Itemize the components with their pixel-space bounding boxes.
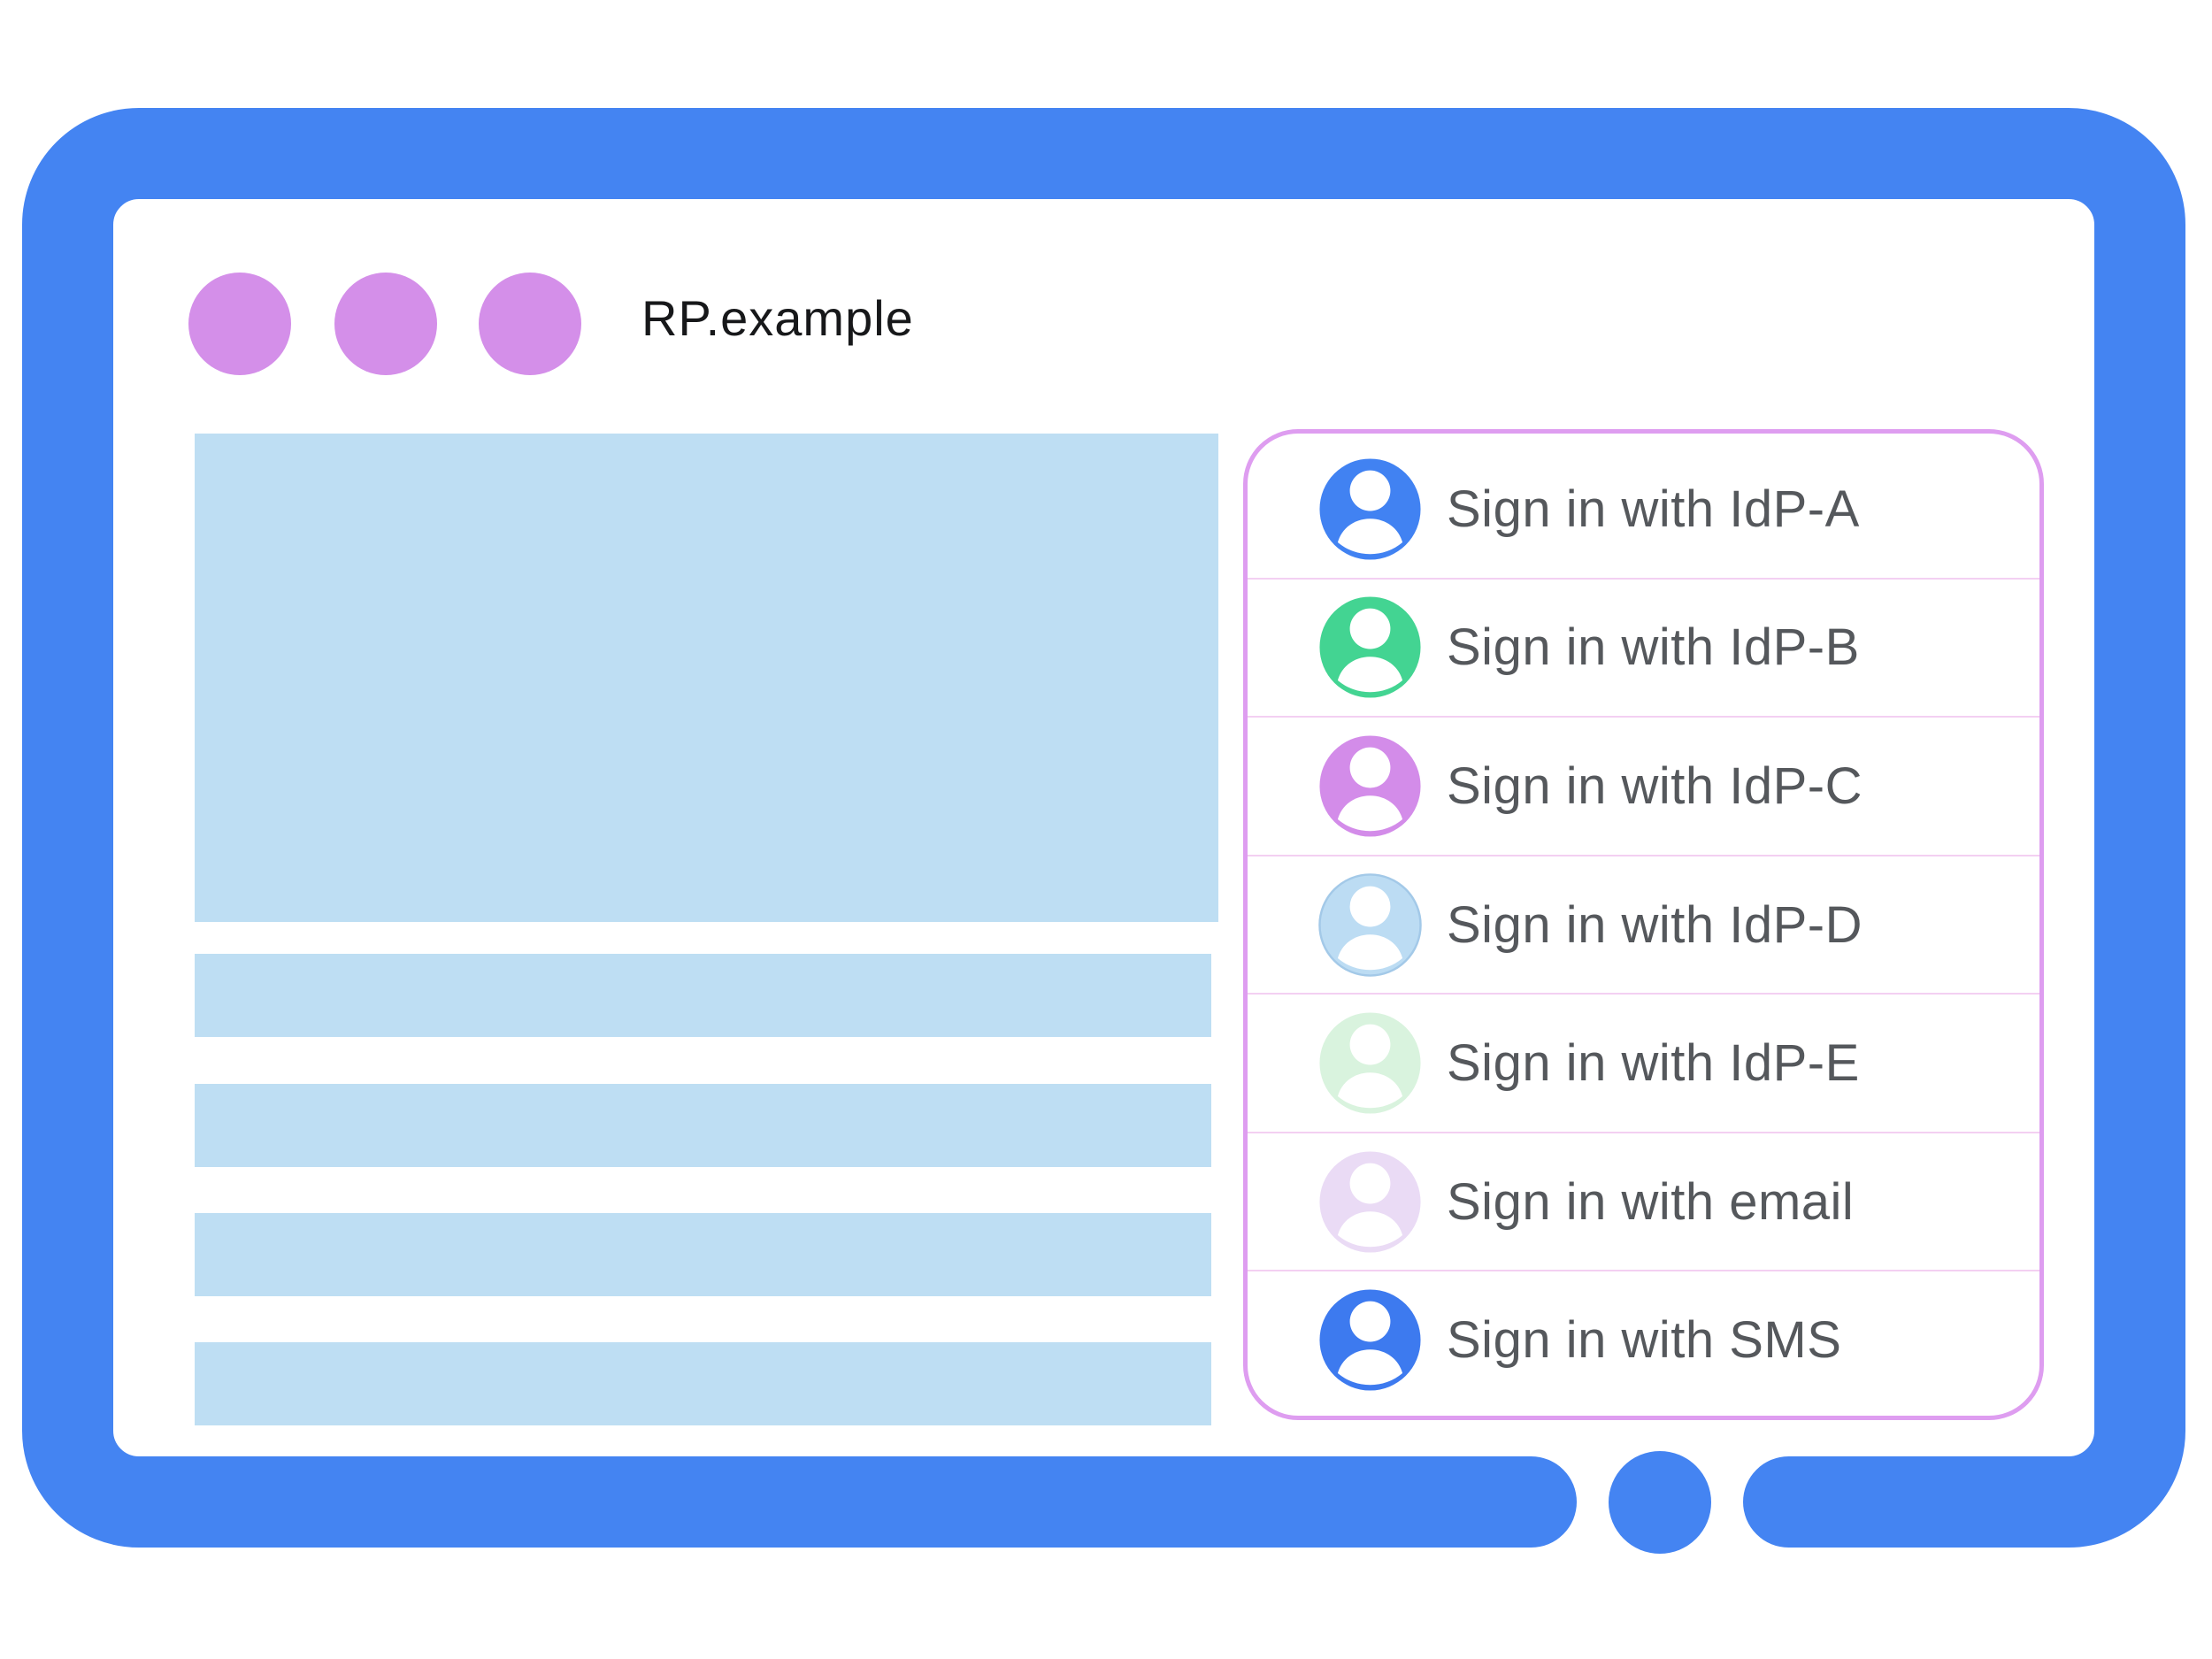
signin-option-label: Sign in with IdP-B	[1447, 618, 1860, 677]
person-avatar-icon	[1318, 1150, 1422, 1254]
person-avatar-icon	[1318, 1288, 1422, 1392]
row-divider	[1248, 1131, 2039, 1133]
person-avatar-icon	[1318, 457, 1422, 561]
frame-notch-right-cap	[1743, 1456, 1902, 1548]
content-placeholder-bar	[195, 1084, 1211, 1167]
signin-option-button[interactable]: Sign in with IdP-A	[1248, 441, 2039, 578]
home-button-icon[interactable]	[1609, 1451, 1711, 1554]
content-placeholder-bar	[195, 1342, 1211, 1425]
person-avatar-icon	[1318, 872, 1422, 977]
row-divider	[1248, 993, 2039, 995]
person-avatar-icon	[1318, 734, 1422, 838]
signin-option-label: Sign in with email	[1447, 1172, 1855, 1231]
person-avatar-icon	[1318, 1011, 1422, 1115]
signin-option-label: Sign in with SMS	[1447, 1311, 1842, 1370]
row-divider	[1248, 577, 2039, 580]
signin-option-button[interactable]: Sign in with IdP-B	[1248, 580, 2039, 717]
page-title: RP.example	[641, 290, 914, 346]
row-divider	[1248, 1270, 2039, 1272]
window-control-dot-icon[interactable]	[334, 273, 437, 375]
signin-option-label: Sign in with IdP-E	[1447, 1034, 1860, 1093]
signin-option-button[interactable]: Sign in with IdP-D	[1248, 856, 2039, 994]
signin-option-button[interactable]: Sign in with email	[1248, 1133, 2039, 1271]
signin-option-label: Sign in with IdP-D	[1447, 895, 1863, 954]
person-avatar-icon	[1318, 595, 1422, 699]
row-divider	[1248, 716, 2039, 718]
signin-option-button[interactable]: Sign in with IdP-E	[1248, 995, 2039, 1132]
window-control-dot-icon[interactable]	[188, 273, 291, 375]
signin-option-button[interactable]: Sign in with SMS	[1248, 1271, 2039, 1409]
signin-option-label: Sign in with IdP-C	[1447, 757, 1863, 815]
content-placeholder-bar	[195, 954, 1211, 1037]
window-control-dot-icon[interactable]	[479, 273, 581, 375]
signin-panel: Sign in with IdP-A Sign in with IdP-B Si…	[1243, 429, 2044, 1420]
frame-notch-left-cap	[1417, 1456, 1577, 1548]
content-placeholder-bar	[195, 1213, 1211, 1296]
content-placeholder-hero	[195, 434, 1218, 922]
signin-option-label: Sign in with IdP-A	[1447, 480, 1860, 538]
signin-option-button[interactable]: Sign in with IdP-C	[1248, 718, 2039, 855]
row-divider	[1248, 854, 2039, 856]
